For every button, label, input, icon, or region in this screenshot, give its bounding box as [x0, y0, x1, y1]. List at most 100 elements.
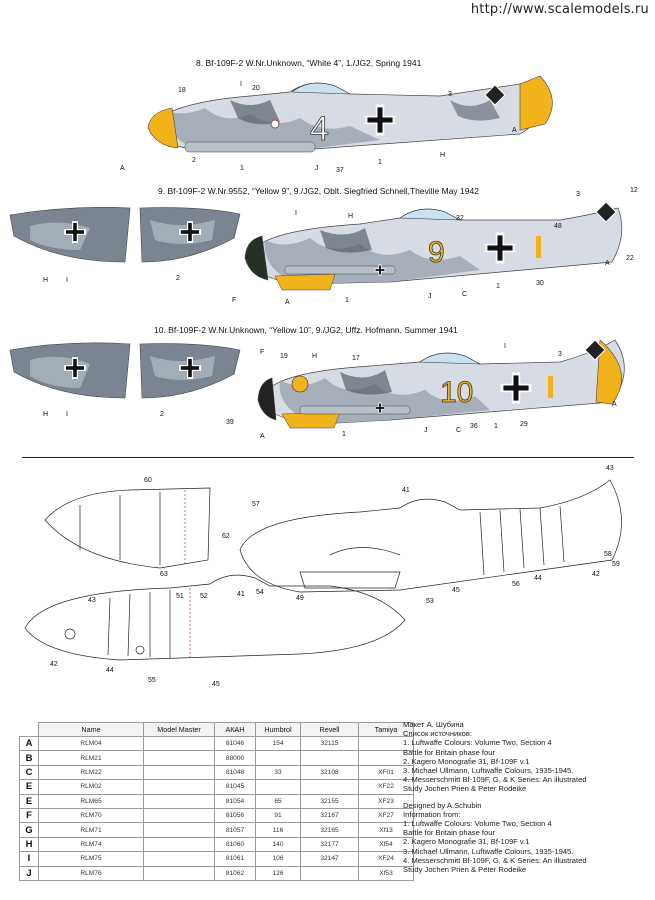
col-name: Name — [38, 722, 144, 737]
sources-english: Designed by A.Schubin Information from: … — [403, 800, 587, 875]
svg-text:2: 2 — [160, 411, 164, 418]
svg-text:60: 60 — [144, 477, 152, 484]
svg-text:H: H — [440, 152, 445, 159]
svg-text:42: 42 — [50, 661, 58, 668]
svg-text:39: 39 — [226, 419, 234, 426]
svg-text:H: H — [348, 213, 353, 220]
stencil-callouts: 60 62 63 57 41 43 54 49 53 45 56 44 42 5… — [50, 465, 620, 688]
stencil-fuselage-top — [239, 479, 622, 593]
svg-text:42: 42 — [592, 571, 600, 578]
profile-8-title: 8. Bf-109F-2 W.Nr.Unknown, “White 4”, 1.… — [196, 58, 422, 68]
svg-text:43: 43 — [88, 597, 96, 604]
svg-text:63: 63 — [160, 571, 168, 578]
svg-text:1: 1 — [378, 159, 382, 166]
col-tamiya: Tamiya — [358, 722, 414, 737]
svg-text:J: J — [315, 165, 319, 172]
svg-text:59: 59 — [612, 561, 620, 568]
svg-text:2: 2 — [176, 275, 180, 282]
code-4: 4 — [310, 110, 330, 149]
svg-text:F: F — [260, 349, 264, 356]
svg-text:C: C — [456, 427, 461, 434]
svg-text:45: 45 — [452, 587, 460, 594]
svg-text:A: A — [285, 299, 290, 306]
svg-text:1: 1 — [342, 431, 346, 438]
svg-text:41: 41 — [402, 487, 410, 494]
svg-text:55: 55 — [148, 677, 156, 684]
section-divider — [22, 457, 634, 458]
code-10: 10 — [440, 376, 474, 410]
svg-text:9: 9 — [428, 236, 445, 269]
svg-text:F: F — [232, 297, 236, 304]
svg-text:J: J — [428, 293, 432, 300]
svg-text:1: 1 — [240, 165, 244, 172]
svg-text:56: 56 — [512, 581, 520, 588]
svg-text:45: 45 — [212, 681, 220, 688]
svg-text:H: H — [43, 277, 48, 284]
svg-text:I: I — [504, 343, 506, 350]
stencil-wing — [44, 487, 211, 569]
svg-text:I: I — [240, 81, 242, 88]
svg-text:18: 18 — [178, 87, 186, 94]
svg-text:19: 19 — [280, 353, 288, 360]
sources-russian: Макет А. Шубина Список источников: 1. Lu… — [403, 720, 587, 794]
svg-text:32: 32 — [456, 215, 464, 222]
svg-text:I: I — [295, 210, 297, 217]
svg-text:52: 52 — [200, 593, 208, 600]
stencil-fuselage-bottom — [24, 574, 406, 661]
svg-text:A: A — [605, 260, 610, 267]
svg-text:49: 49 — [296, 595, 304, 602]
svg-text:44: 44 — [534, 575, 542, 582]
profile-9-callouts: 3 12 H 32 48 I A 22 F A 1 J C 1 30 H I 2 — [43, 187, 638, 306]
svg-text:C: C — [462, 291, 467, 298]
svg-text:J: J — [424, 427, 428, 434]
svg-text:3: 3 — [558, 351, 562, 358]
svg-text:10: 10 — [440, 376, 473, 409]
profile-9-wing-top — [9, 207, 241, 263]
svg-text:I: I — [66, 411, 68, 418]
svg-text:3: 3 — [576, 191, 580, 198]
svg-text:62: 62 — [222, 533, 230, 540]
svg-text:4: 4 — [310, 110, 329, 148]
svg-text:37: 37 — [336, 167, 344, 174]
profile-8-callouts: 18 I 20 3 A A 2 1 J 37 1 H — [120, 81, 517, 174]
svg-text:48: 48 — [554, 223, 562, 230]
profile-10-aircraft: 10 — [257, 339, 625, 429]
svg-text:36: 36 — [470, 423, 478, 430]
svg-text:2: 2 — [192, 157, 196, 164]
svg-text:57: 57 — [252, 501, 260, 508]
svg-text:58: 58 — [604, 551, 612, 558]
profile-9-title: 9. Bf-109F-2 W.Nr.9552, “Yellow 9”, 9./J… — [158, 186, 479, 196]
svg-text:3: 3 — [448, 91, 452, 98]
svg-text:44: 44 — [106, 667, 114, 674]
paint-table: Name Model Master АКАН Humbrol Revell Ta… — [19, 722, 414, 881]
svg-text:12: 12 — [630, 187, 638, 194]
col-model-master: Model Master — [143, 722, 215, 737]
svg-text:29: 29 — [520, 421, 528, 428]
watermark-url[interactable]: http://www.scalemodels.ru — [470, 2, 649, 17]
svg-text:20: 20 — [252, 85, 260, 92]
profile-10-title: 10. Bf-109F-2 W.Nr.Unknown, “Yellow 10”,… — [154, 325, 458, 335]
svg-text:A: A — [120, 165, 125, 172]
profile-10-wing-top — [9, 342, 241, 399]
sources-panel: Макет А. Шубина Список источников: 1. Lu… — [403, 720, 651, 881]
svg-text:1: 1 — [496, 283, 500, 290]
svg-text:17: 17 — [352, 355, 360, 362]
code-9: 9 — [428, 236, 445, 270]
svg-text:51: 51 — [176, 593, 184, 600]
svg-text:53: 53 — [426, 598, 434, 605]
profile-10-callouts: F 19 H 17 I 3 A 39 A 1 J C 36 1 29 H I 2 — [43, 343, 617, 440]
svg-text:1: 1 — [345, 297, 349, 304]
svg-text:30: 30 — [536, 280, 544, 287]
svg-text:I: I — [66, 277, 68, 284]
svg-text:43: 43 — [606, 465, 614, 472]
svg-text:H: H — [312, 353, 317, 360]
svg-text:H: H — [43, 411, 48, 418]
col-akah: АКАН — [214, 722, 256, 737]
svg-text:A: A — [260, 433, 265, 440]
